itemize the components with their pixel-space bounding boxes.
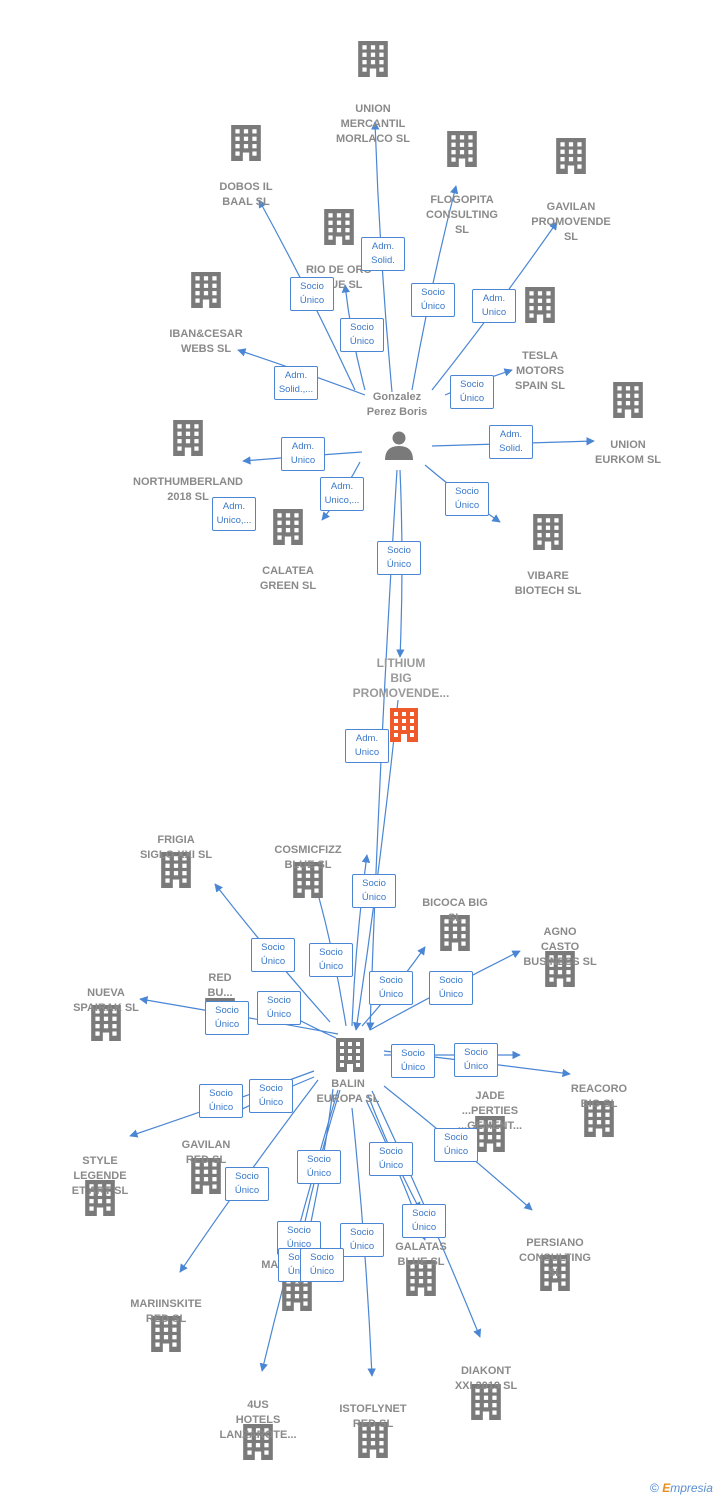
relation-badge[interactable]: Socio Único bbox=[450, 375, 494, 409]
gavilan-promovende-label[interactable]: GAVILAN PROMOVENDE SL bbox=[531, 201, 611, 243]
relation-badge[interactable]: Socio Único bbox=[429, 971, 473, 1005]
marinskite-red-label[interactable]: MARIINSKITE RED SL bbox=[130, 1298, 202, 1325]
copyright-symbol: © bbox=[650, 1481, 659, 1495]
relation-badge[interactable]: Socio Único bbox=[300, 1248, 344, 1282]
main-company-label[interactable]: LITHIUM BIG PROMOVENDE... bbox=[352, 656, 450, 700]
relation-badge[interactable]: Adm. Unico,... bbox=[320, 477, 364, 511]
main-company-building-icon[interactable] bbox=[390, 708, 418, 742]
relation-badge[interactable]: Socio Único bbox=[340, 318, 384, 352]
relation-badge[interactable]: Socio Único bbox=[434, 1128, 478, 1162]
person-name-label[interactable]: Gonzalez Perez Boris bbox=[366, 391, 428, 418]
union-eurkom-label[interactable]: UNION EURKOM SL bbox=[595, 439, 661, 466]
relation-badge[interactable]: Socio Único bbox=[225, 1167, 269, 1201]
northumberland-building-icon[interactable] bbox=[173, 420, 203, 456]
hub-company-building-icon[interactable] bbox=[336, 1038, 364, 1072]
relation-badge[interactable]: Socio Único bbox=[369, 971, 413, 1005]
vibare-label[interactable]: VIBARE BIOTECH SL bbox=[514, 570, 582, 597]
relation-badge[interactable]: Socio Único bbox=[377, 541, 421, 575]
nueva-spairak-label[interactable]: NUEVA SPAIRAK SL bbox=[73, 987, 139, 1014]
rio-de-oro-building-icon[interactable] bbox=[324, 209, 354, 245]
agno-label[interactable]: AGNO CASTO BUSINESS SL bbox=[523, 926, 597, 968]
relation-badge[interactable]: Adm. Unico bbox=[472, 289, 516, 323]
ibancesar-label[interactable]: IBAN&CESAR WEBS SL bbox=[169, 328, 243, 355]
relation-badge[interactable]: Adm. Unico bbox=[345, 729, 389, 763]
relation-badge[interactable]: Socio Único bbox=[445, 482, 489, 516]
tesla-label[interactable]: TESLA MOTORS SPAIN SL bbox=[515, 350, 565, 392]
relation-badge[interactable]: Socio Único bbox=[205, 1001, 249, 1035]
relation-badge[interactable]: Socio Único bbox=[391, 1044, 435, 1078]
frigia-label[interactable]: FRIGIA SIGLO XXI SL bbox=[139, 834, 213, 861]
calatea-building-icon[interactable] bbox=[273, 509, 303, 545]
bicoca-label[interactable]: BICOCA BIG SL bbox=[422, 897, 488, 924]
relation-badge[interactable]: Socio Único bbox=[249, 1079, 293, 1113]
flogopita-label[interactable]: FLOGOPITA CONSULTING SL bbox=[426, 194, 498, 236]
gavilan-promovende-building-icon[interactable] bbox=[556, 138, 586, 174]
union-mercantil-label[interactable]: UNION MERCANTIL MORLACO SL bbox=[336, 103, 410, 145]
style-legende-label[interactable]: STYLE LEGENDE ET ART SL bbox=[71, 1155, 129, 1197]
relation-badge[interactable]: Adm. Solid. bbox=[361, 237, 405, 271]
relation-badge[interactable]: Socio Único bbox=[340, 1223, 384, 1257]
ibancesar-building-icon[interactable] bbox=[191, 272, 221, 308]
reacoro-label[interactable]: REACORO BIG SL bbox=[570, 1083, 628, 1110]
relation-badge[interactable]: Socio Único bbox=[257, 991, 301, 1025]
empresia-footer[interactable]: © Empresia bbox=[650, 1481, 713, 1495]
relation-badge[interactable]: Adm. Unico,... bbox=[212, 497, 256, 531]
calatea-label[interactable]: CALATEA GREEN SL bbox=[259, 565, 317, 592]
relation-badge[interactable]: Socio Único bbox=[297, 1150, 341, 1184]
gavilan-red-label[interactable]: GAVILAN RED SL bbox=[181, 1139, 231, 1166]
cosmicfizz-label[interactable]: COSMICFIZZ BLUE SL bbox=[274, 844, 342, 871]
union-mercantil-building-icon[interactable] bbox=[358, 41, 388, 77]
persiano-label[interactable]: PERSIANO CONSULTING SL bbox=[519, 1237, 591, 1279]
diakont-label[interactable]: DIAKONT XXI 2019 SL bbox=[454, 1365, 518, 1392]
relation-badge[interactable]: Socio Único bbox=[251, 938, 295, 972]
hub-company-label[interactable]: BALIN EUROPA SL bbox=[316, 1078, 380, 1105]
relation-badge[interactable]: Socio Único bbox=[454, 1043, 498, 1077]
dobos-building-icon[interactable] bbox=[231, 125, 261, 161]
relation-badge[interactable]: Socio Único bbox=[290, 277, 334, 311]
istoflynet-label[interactable]: ISTOFLYNET RED SL bbox=[339, 1403, 407, 1430]
relation-badge[interactable]: Adm. Solid.,... bbox=[274, 366, 318, 400]
galatas-label[interactable]: GALATAS BLUE SL bbox=[395, 1241, 447, 1268]
relation-badge[interactable]: Socio Único bbox=[199, 1084, 243, 1118]
4us-label[interactable]: 4US HOTELS LANZAROTE... bbox=[219, 1399, 297, 1441]
relation-badge[interactable]: Adm. Unico bbox=[281, 437, 325, 471]
relation-badge[interactable]: Socio Único bbox=[309, 943, 353, 977]
empresia-logo: Empresia bbox=[662, 1481, 713, 1495]
dobos-label[interactable]: DOBOS IL BAAL SL bbox=[219, 181, 273, 208]
relation-badge[interactable]: Socio Único bbox=[411, 283, 455, 317]
relation-badge[interactable]: Socio Único bbox=[352, 874, 396, 908]
relation-badge[interactable]: Socio Único bbox=[402, 1204, 446, 1238]
relation-edge bbox=[352, 699, 399, 1031]
northumberland-label[interactable]: NORTHUMBERLAND 2018 SL bbox=[133, 476, 243, 503]
icons-layer bbox=[85, 41, 643, 1460]
vibare-building-icon[interactable] bbox=[533, 514, 563, 550]
relation-badge[interactable]: Socio Único bbox=[369, 1142, 413, 1176]
person-icon[interactable] bbox=[385, 431, 413, 461]
relation-badge[interactable]: Adm. Solid. bbox=[489, 425, 533, 459]
tesla-building-icon[interactable] bbox=[525, 287, 555, 323]
